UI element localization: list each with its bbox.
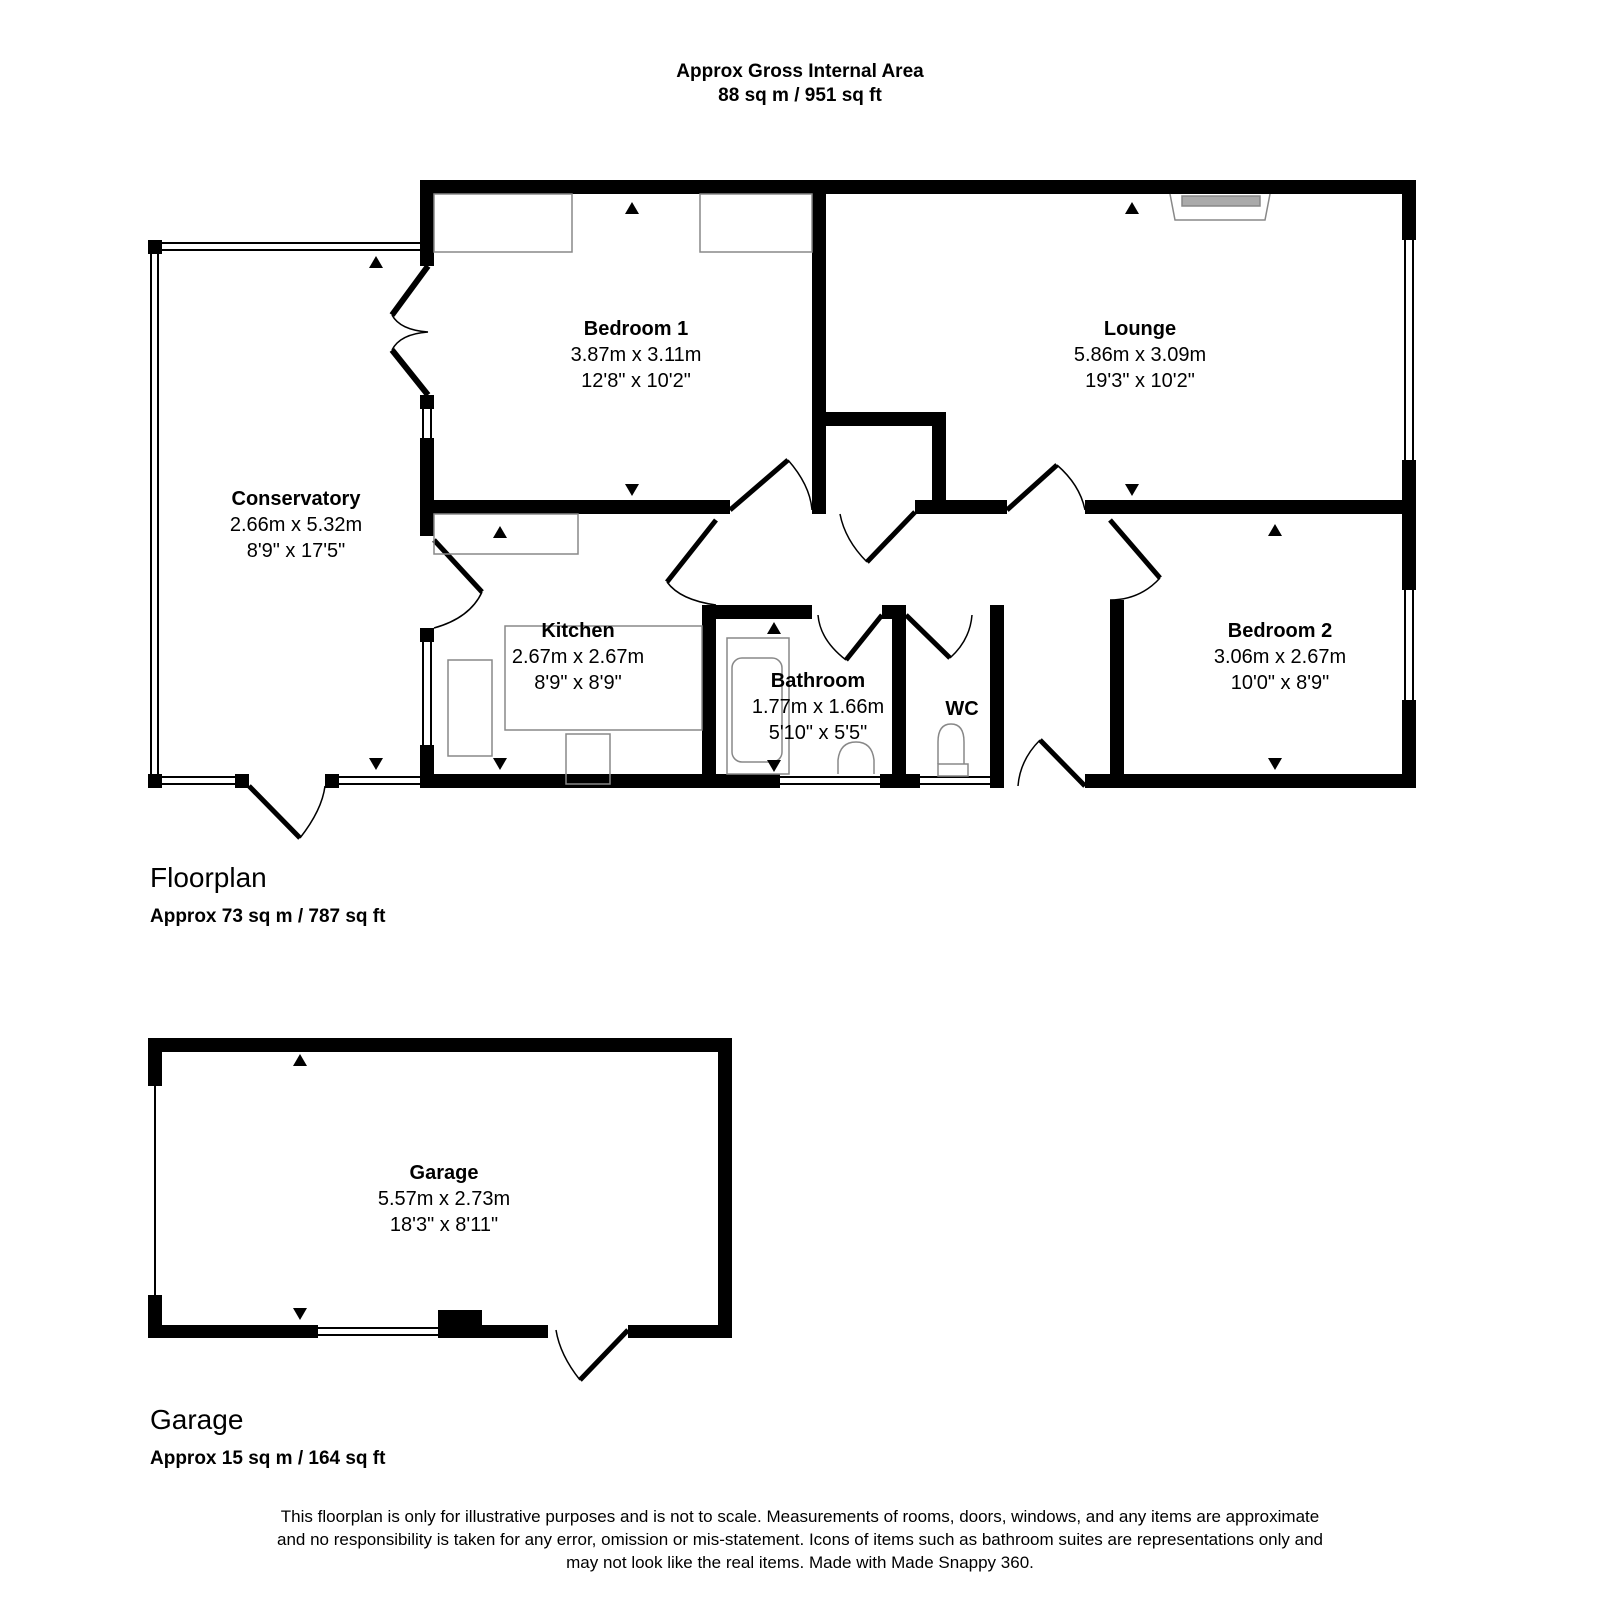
room-bathroom: Bathroom 1.77m x 1.66m 5'10" x 5'5" xyxy=(752,668,884,746)
room-name: Bedroom 1 xyxy=(583,318,689,340)
room-kitchen: Kitchen 2.67m x 2.67m 8'9" x 8'9" xyxy=(512,618,644,696)
room-metric: 3.06m x 2.67m xyxy=(1213,646,1347,668)
room-name: Garage xyxy=(409,1162,479,1184)
room-metric: 2.66m x 5.32m xyxy=(229,514,363,536)
room-metric: 5.86m x 3.09m xyxy=(1073,344,1207,366)
disclaimer-line-1: This floorplan is only for illustrative … xyxy=(280,1507,1320,1526)
room-imperial: 18'3" x 8'11" xyxy=(389,1214,499,1236)
dimension-arrows xyxy=(293,202,1282,1320)
room-imperial: 5'10" x 5'5" xyxy=(768,722,868,744)
room-imperial: 12'8" x 10'2" xyxy=(581,370,691,392)
gross-area-value: 88 sq m / 951 sq ft xyxy=(718,85,882,106)
room-name: WC xyxy=(945,698,979,720)
room-name: Bathroom xyxy=(770,670,866,692)
room-garage: Garage 5.57m x 2.73m 18'3" x 8'11" xyxy=(378,1160,510,1238)
room-imperial: 10'0" x 8'9" xyxy=(1230,672,1330,694)
room-bedroom-2: Bedroom 2 3.06m x 2.67m 10'0" x 8'9" xyxy=(1214,618,1346,696)
room-imperial: 8'9" x 17'5" xyxy=(246,540,346,562)
room-name: Lounge xyxy=(1103,318,1177,340)
room-name: Conservatory xyxy=(231,488,361,510)
room-name: Bedroom 2 xyxy=(1227,620,1333,642)
room-name: Kitchen xyxy=(541,620,615,642)
floorplan-section-area: Approx 73 sq m / 787 sq ft xyxy=(150,906,386,927)
room-imperial: 19'3" x 10'2" xyxy=(1085,370,1195,392)
windows xyxy=(150,240,1414,1336)
fixtures xyxy=(433,193,1271,785)
garage-section-title: Garage xyxy=(150,1404,244,1435)
room-wc: WC xyxy=(945,696,978,722)
room-conservatory: Conservatory 2.66m x 5.32m 8'9" x 17'5" xyxy=(230,486,362,564)
room-lounge: Lounge 5.86m x 3.09m 19'3" x 10'2" xyxy=(1074,316,1206,394)
room-imperial: 8'9" x 8'9" xyxy=(534,672,622,694)
garage-section-area: Approx 15 sq m / 164 sq ft xyxy=(150,1448,386,1469)
room-metric: 5.57m x 2.73m xyxy=(377,1188,511,1210)
room-metric: 3.87m x 3.11m xyxy=(570,344,702,366)
doors xyxy=(247,264,1162,1382)
room-metric: 2.67m x 2.67m xyxy=(511,646,645,668)
gross-area-header: Approx Gross Internal Area 88 sq m / 951… xyxy=(0,60,1600,108)
gross-area-title: Approx Gross Internal Area xyxy=(676,61,924,82)
walls xyxy=(148,180,1416,1338)
floorplan-section-title: Floorplan xyxy=(150,862,267,893)
disclaimer: This floorplan is only for illustrative … xyxy=(0,1505,1600,1574)
room-bedroom-1: Bedroom 1 3.87m x 3.11m 12'8" x 10'2" xyxy=(571,316,702,394)
room-metric: 1.77m x 1.66m xyxy=(751,696,885,718)
disclaimer-line-2: and no responsibility is taken for any e… xyxy=(277,1530,1323,1549)
disclaimer-line-3: may not look like the real items. Made w… xyxy=(566,1553,1034,1572)
